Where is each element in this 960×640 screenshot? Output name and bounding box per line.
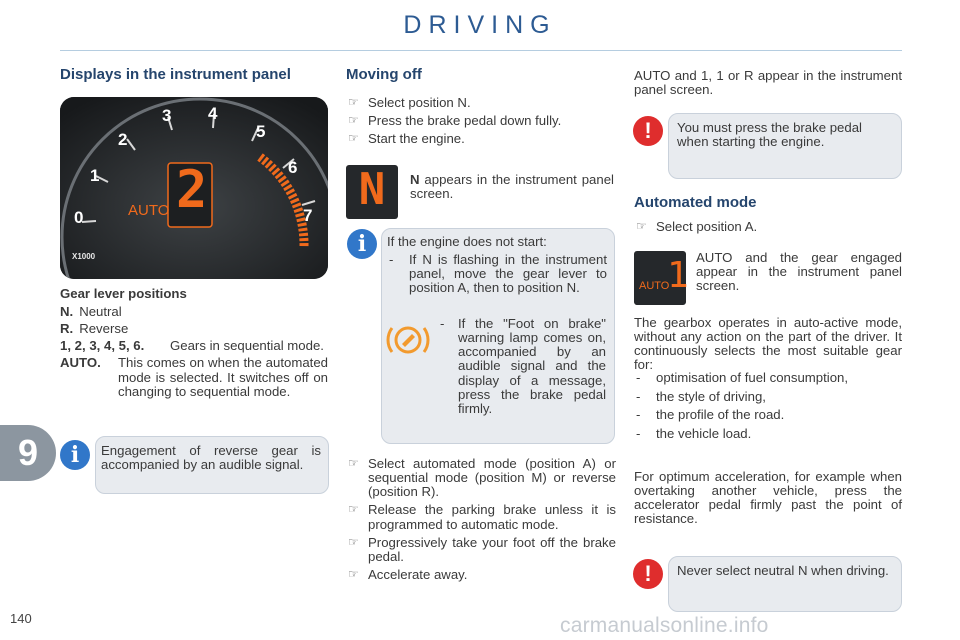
gear-entry: N. Neutral bbox=[60, 304, 328, 319]
engine-note-intro: If the engine does not start: bbox=[387, 234, 547, 249]
dial-number: 4 bbox=[208, 104, 218, 123]
dial-auto-label: AUTO bbox=[128, 202, 170, 219]
gear-key: 1, 2, 3, 4, 5, 6. bbox=[60, 338, 145, 354]
step-item: ☞Select position N. bbox=[348, 95, 471, 110]
warning-icon: ! bbox=[633, 116, 663, 146]
foot-on-brake-icon bbox=[386, 320, 430, 360]
pointing-hand-icon: ☞ bbox=[348, 534, 359, 549]
gear-entry: AUTO. This comes on when the automated m… bbox=[60, 355, 328, 399]
gear-text: Neutral bbox=[79, 304, 122, 319]
dial-number: 7 bbox=[303, 206, 313, 225]
gearbox-factors: optimisation of fuel consumption, the st… bbox=[634, 370, 902, 446]
watermark: carmanualsonline.info bbox=[560, 614, 769, 637]
reverse-info-text: Engagement of reverse gear is accompanie… bbox=[101, 443, 321, 473]
gear-positions-title: Gear lever positions bbox=[60, 286, 187, 301]
header-divider bbox=[60, 50, 902, 51]
info-icon: i bbox=[60, 440, 90, 470]
info-icon: i bbox=[347, 229, 377, 259]
pointing-hand-icon: ☞ bbox=[348, 95, 359, 109]
brake-warning-note: You must press the brake pedal when star… bbox=[668, 113, 902, 179]
pointing-hand-icon: ☞ bbox=[636, 219, 647, 233]
neutral-warning-text: Never select neutral N when driving. bbox=[677, 563, 889, 578]
gearbox-description: The gearbox operates in auto-active mode… bbox=[634, 315, 902, 373]
pointing-hand-icon: ☞ bbox=[348, 566, 359, 581]
step-item: ☞Start the engine. bbox=[348, 131, 465, 147]
dial-number: 2 bbox=[118, 130, 128, 149]
displays-heading: Displays in the instrument panel bbox=[60, 66, 291, 83]
engine-note-item: -If the "Foot on brake" warning lamp com… bbox=[440, 316, 606, 416]
step-item: ☞Progressively take your foot off the br… bbox=[348, 534, 616, 564]
step-item: ☞Select automated mode (position A) or s… bbox=[348, 456, 616, 500]
reverse-info-note: Engagement of reverse gear is accompanie… bbox=[95, 436, 329, 494]
pointing-hand-icon: ☞ bbox=[348, 456, 359, 470]
pointing-hand-icon: ☞ bbox=[348, 502, 359, 517]
warning-icon: ! bbox=[633, 559, 663, 589]
engine-note-item: -If N is flashing in the instrument pane… bbox=[389, 252, 607, 296]
gear-text: Reverse bbox=[79, 321, 129, 337]
auto-display-tile: AUTO 1 bbox=[634, 251, 689, 305]
step-item: ☞Release the parking brake unless it is … bbox=[348, 502, 616, 532]
auto-gear-display-text: AUTO and 1, 1 or R appear in the instrum… bbox=[634, 68, 902, 98]
dial-scale-label: X1000 bbox=[72, 252, 96, 261]
step-item: ☞Press the brake pedal down fully. bbox=[348, 113, 562, 129]
moving-off-steps-2: ☞Select automated mode (position A) or s… bbox=[346, 456, 616, 586]
gear-key: AUTO. bbox=[60, 355, 101, 371]
factor-item: the vehicle load. bbox=[634, 426, 902, 441]
step-item: ☞Accelerate away. bbox=[348, 566, 468, 582]
step-item: ☞Select position A. bbox=[636, 219, 758, 234]
gear-key: N. bbox=[60, 304, 74, 319]
gear-text: Gears in sequential mode. bbox=[170, 338, 324, 354]
gear-entry: R. Reverse bbox=[60, 321, 328, 337]
automated-mode-steps: ☞Select position A. bbox=[634, 219, 902, 238]
dial-number: 3 bbox=[162, 106, 172, 125]
gear-key: R. bbox=[60, 321, 74, 337]
pointing-hand-icon: ☞ bbox=[348, 113, 359, 128]
neutral-display-tile: N bbox=[346, 165, 398, 219]
pointing-hand-icon: ☞ bbox=[348, 131, 359, 146]
auto-tile-label: AUTO bbox=[639, 280, 670, 292]
page-number: 140 bbox=[10, 611, 32, 626]
neutral-display-text: N appears in the instrument panel screen… bbox=[410, 172, 614, 202]
dial-number: 6 bbox=[288, 158, 298, 177]
engine-not-starting-note: If the engine does not start: -If N is f… bbox=[381, 228, 615, 444]
auto-display-text: AUTO and the gear engaged appear in the … bbox=[696, 250, 902, 294]
acceleration-text: For optimum acceleration, for example wh… bbox=[634, 469, 902, 527]
brake-warning-text: You must press the brake pedal when star… bbox=[677, 120, 862, 150]
chapter-tab: 9 bbox=[0, 425, 56, 481]
gear-positions-list: N. Neutral R. Reverse 1, 2, 3, 4, 5, 6. … bbox=[60, 304, 328, 399]
instrument-dial: 0 1 2 3 4 5 6 7 2 AUTO X1000 bbox=[60, 97, 328, 279]
dial-gear-digit: 2 bbox=[176, 160, 208, 220]
gear-entry: 1, 2, 3, 4, 5, 6. Gears in sequential mo… bbox=[60, 339, 328, 353]
neutral-letter: N bbox=[358, 164, 386, 215]
auto-tile-gear: 1 bbox=[667, 255, 689, 296]
factor-item: the profile of the road. bbox=[634, 408, 902, 423]
factor-item: optimisation of fuel consumption, bbox=[634, 370, 902, 385]
gear-text: This comes on when the automated mode is… bbox=[118, 355, 328, 399]
factor-item: the style of driving, bbox=[634, 389, 902, 404]
neutral-warning-note: Never select neutral N when driving. bbox=[668, 556, 902, 612]
dial-number: 1 bbox=[90, 166, 100, 185]
dial-number: 0 bbox=[74, 208, 84, 227]
moving-off-heading: Moving off bbox=[346, 66, 422, 83]
automated-mode-heading: Automated mode bbox=[634, 194, 757, 211]
moving-off-steps: ☞Select position N. ☞Press the brake ped… bbox=[346, 95, 616, 150]
chapter-title: DRIVING bbox=[403, 11, 557, 39]
dial-number: 5 bbox=[256, 122, 266, 141]
